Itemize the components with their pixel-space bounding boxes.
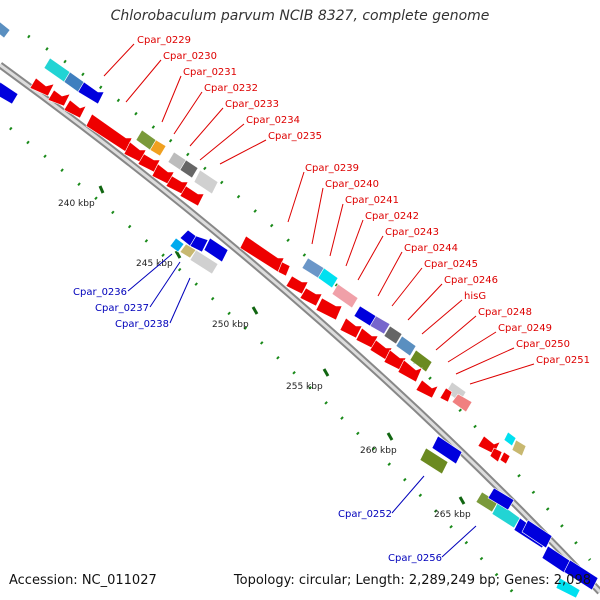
genome-backbone [0, 62, 600, 595]
gene-label-cpar-0243: Cpar_0243 [385, 227, 439, 238]
gene-label-cpar-0239: Cpar_0239 [305, 163, 359, 174]
gene-arrow [439, 387, 453, 403]
tick-265 [458, 496, 466, 505]
gene-label-cpar-0235: Cpar_0235 [268, 131, 322, 142]
feature-block [317, 267, 339, 289]
rev-block [521, 519, 553, 549]
labels-forward: Cpar_0229 Cpar_0230 Cpar_0231 Cpar_0232 … [137, 35, 590, 366]
tick-label-255: 255 kbp [286, 382, 323, 392]
gene-arrow [277, 261, 291, 277]
rev-arrow [487, 487, 515, 511]
rev-block [541, 545, 573, 575]
map-title: Chlorobaculum parvum NCIB 8327, complete… [110, 8, 490, 24]
tick-260 [386, 432, 394, 441]
gene-label-cpar-0229: Cpar_0229 [137, 35, 191, 46]
gene-label-cpar-0232: Cpar_0232 [204, 83, 258, 94]
gene-label-cpar-0242: Cpar_0242 [365, 211, 419, 222]
features-red [29, 77, 511, 465]
gene-label-hisg: hisG [464, 291, 486, 302]
gene-arrow [299, 287, 323, 307]
gene-label-cpar-0237: Cpar_0237 [95, 303, 149, 314]
rev-block [169, 237, 185, 253]
tick-240 [98, 185, 105, 194]
gene-label-cpar-0246: Cpar_0246 [444, 275, 498, 286]
gene-arrow [285, 275, 309, 295]
gene-arrow [29, 77, 55, 97]
tick-label-260: 260 kbp [360, 446, 397, 456]
rev-arrow [0, 81, 19, 105]
rev-block [203, 237, 229, 263]
labels-reverse: Cpar_0236 Cpar_0237 Cpar_0238 Cpar_0252 … [73, 287, 442, 564]
tick-label-265: 265 kbp [434, 510, 471, 520]
rev-block [419, 447, 449, 475]
feature-block [0, 21, 11, 39]
rev-arrow [189, 235, 209, 253]
gene-label-cpar-0240: Cpar_0240 [325, 179, 379, 190]
gene-label-cpar-0249: Cpar_0249 [498, 323, 552, 334]
gene-label-cpar-0252: Cpar_0252 [338, 509, 392, 520]
leaders-forward [103, 43, 535, 385]
rev-block [179, 243, 197, 259]
tick-255 [322, 368, 330, 377]
gene-arrow [489, 447, 503, 463]
tick-label-240: 240 kbp [58, 199, 95, 209]
gene-label-cpar-0230: Cpar_0230 [163, 51, 217, 62]
feature-block [149, 139, 167, 157]
feature-block [503, 431, 517, 447]
gene-arrow [47, 89, 71, 107]
tick-label-250: 250 kbp [212, 320, 249, 330]
scale-ticks [98, 185, 466, 505]
feature-block [491, 501, 521, 529]
gene-label-cpar-0248: Cpar_0248 [478, 307, 532, 318]
gene-arrow [397, 359, 423, 383]
feature-block [179, 159, 199, 179]
features-inner [0, 81, 599, 599]
feature-block [511, 439, 527, 457]
gene-label-cpar-0244: Cpar_0244 [404, 243, 458, 254]
accession-text: Accession: NC_011027 [9, 573, 157, 588]
feature-block [193, 169, 219, 195]
feature-block [369, 315, 391, 335]
gene-label-cpar-0233: Cpar_0233 [225, 99, 279, 110]
feature-block [409, 349, 433, 373]
feature-block [395, 335, 417, 357]
gene-label-cpar-0238: Cpar_0238 [115, 319, 169, 330]
gene-arrow [415, 379, 439, 399]
gene-label-cpar-0251: Cpar_0251 [536, 355, 590, 366]
gene-label-cpar-0231: Cpar_0231 [183, 67, 237, 78]
scale-tick-labels: 240 kbp 245 kbp 250 kbp 255 kbp 260 kbp … [58, 199, 471, 520]
genome-summary-text: Topology: circular; Length: 2,289,249 bp… [233, 573, 591, 588]
rev-block [563, 559, 599, 591]
gene-arrow [179, 185, 205, 207]
tick-245 [174, 250, 182, 259]
tick-label-245: 245 kbp [136, 259, 173, 269]
feature-block [331, 283, 359, 309]
rev-block [189, 249, 219, 275]
gene-label-cpar-0256: Cpar_0256 [388, 553, 442, 564]
gene-label-cpar-0245: Cpar_0245 [424, 259, 478, 270]
gene-arrow [339, 317, 363, 339]
rev-arrow [431, 435, 463, 465]
gene-arrow [499, 451, 511, 465]
leaders-reverse [127, 253, 477, 558]
tick-250 [251, 306, 259, 315]
gene-label-cpar-0236: Cpar_0236 [73, 287, 127, 298]
feature-arrow [77, 81, 105, 105]
gene-label-cpar-0241: Cpar_0241 [345, 195, 399, 206]
gene-arrow [63, 99, 87, 119]
gene-label-cpar-0250: Cpar_0250 [516, 339, 570, 350]
feature-block [383, 325, 403, 345]
gene-arrow [315, 297, 343, 321]
gene-block [451, 393, 473, 413]
rev-block [555, 577, 581, 599]
gene-label-cpar-0234: Cpar_0234 [246, 115, 300, 126]
